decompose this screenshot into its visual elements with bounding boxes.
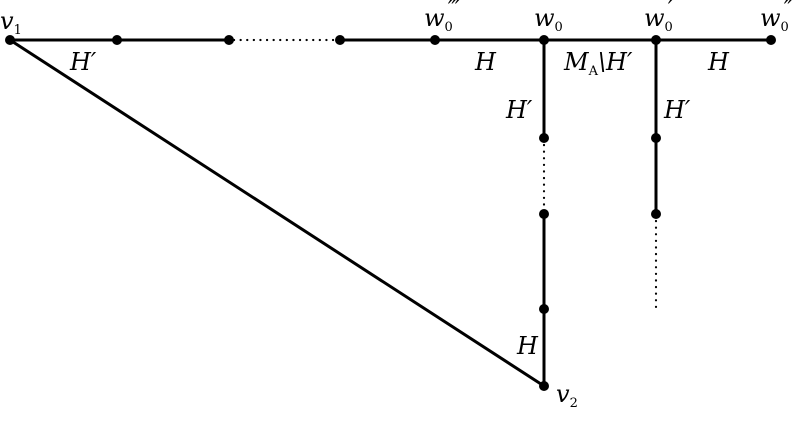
node-w0p-branch-1 [651,133,661,143]
node-w0 [539,35,549,45]
edges [8,38,773,388]
node-top-3 [335,35,345,45]
label-w0-down: H′ [505,96,533,124]
vertex-labels: v1 v2 w0‴ w0 w0′ w0″ [0,0,793,411]
node-w0-branch-2 [539,209,549,219]
node-v2 [539,381,549,391]
label-top-between: MA\H′ [563,48,633,79]
label-w0ppp: w0‴ [424,0,461,35]
node-top-1 [112,35,122,45]
node-top-2 [224,35,234,45]
label-top-left: H′ [69,48,97,76]
node-w0-branch-3 [539,304,549,314]
node-v1 [5,35,15,45]
label-bottom: H [516,332,539,360]
label-top-right: H [707,48,730,76]
label-w0p-down: H′ [663,96,691,124]
node-w0p [651,35,661,45]
node-w0ppp [430,35,440,45]
label-w0p: w0′ [644,0,674,35]
edge-labels: H′ H MA\H′ H H′ H′ H [69,48,730,360]
label-w0pp: w0″ [760,0,793,35]
nodes [5,35,776,391]
node-w0pp [766,35,776,45]
node-w0-branch-1 [539,133,549,143]
edge-v1-v2 [8,38,546,388]
label-v1: v1 [0,7,22,38]
label-top-middle: H [474,48,497,76]
node-w0p-branch-2 [651,209,661,219]
label-w0: w0 [534,4,563,35]
label-v2: v2 [556,380,578,411]
